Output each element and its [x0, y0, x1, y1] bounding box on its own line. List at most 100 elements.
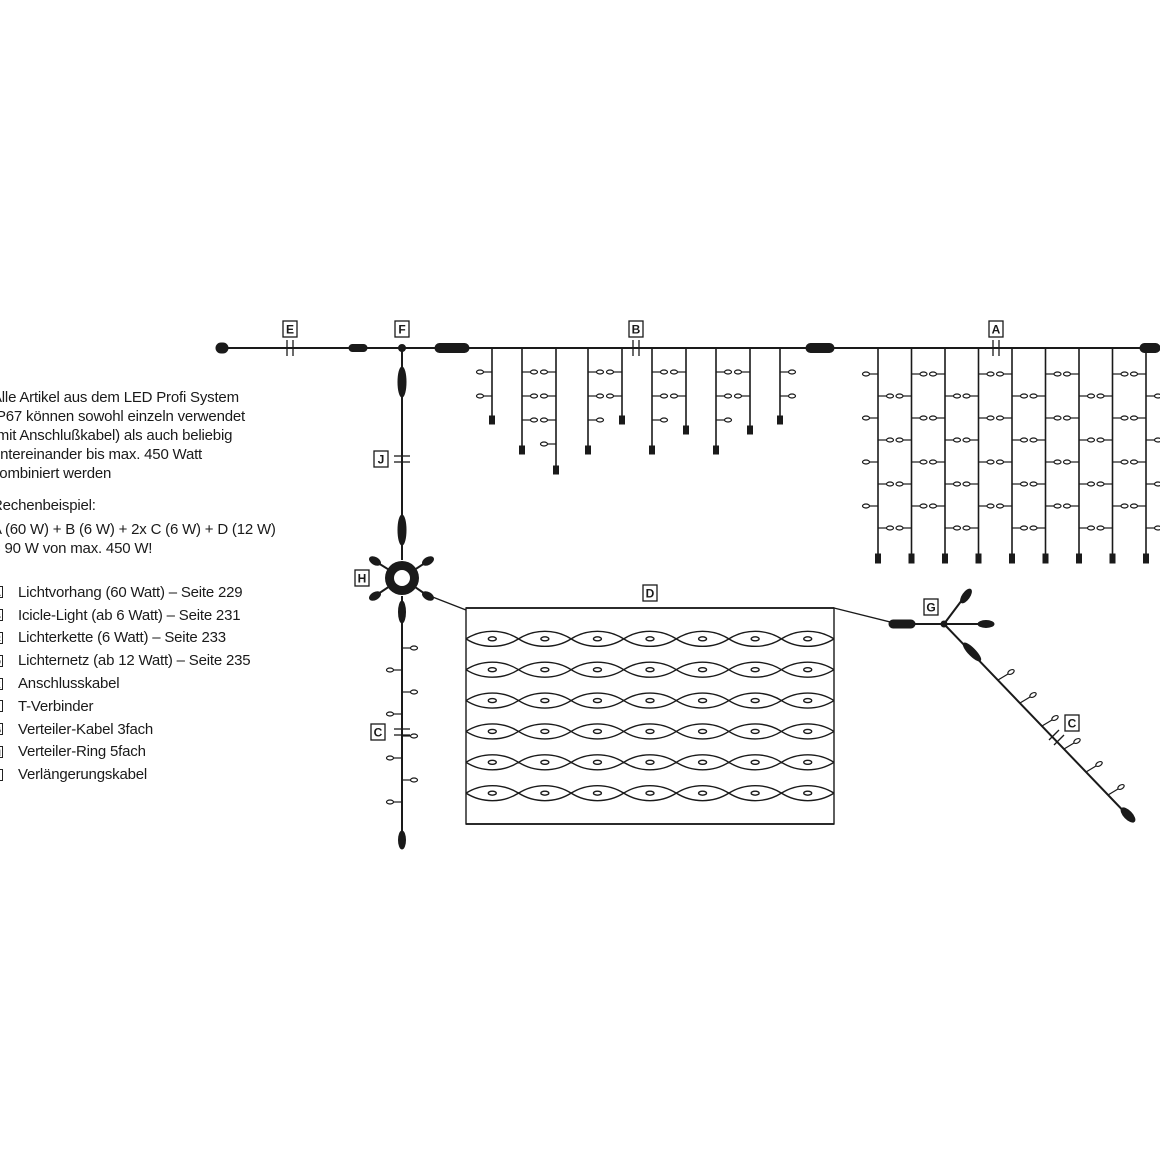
strand-end [553, 465, 559, 475]
led-bulb [529, 417, 539, 423]
calculation-example: Rechenbeispiel: A (60 W) + B (6 W) + 2x … [0, 496, 292, 558]
net-led [697, 667, 708, 673]
net-led [540, 697, 550, 704]
intro-line: Alle Artikel aus dem LED Profi System [0, 389, 239, 406]
net-led [750, 697, 760, 704]
net-led [645, 667, 655, 673]
led-bulb [659, 417, 669, 423]
plug-connector [805, 343, 835, 353]
label-box [923, 598, 939, 616]
strand-end [489, 415, 495, 425]
label-h: H [354, 569, 370, 587]
led-bulb [885, 525, 895, 531]
net-row [465, 723, 835, 733]
label-text: B [632, 323, 641, 337]
legend-key: F [0, 700, 3, 713]
strand-end [1109, 553, 1116, 564]
net-led [540, 759, 550, 765]
net-out-cable [833, 607, 891, 623]
label-text: J [378, 453, 385, 467]
label-box [373, 450, 389, 468]
led-bulb [409, 733, 419, 739]
net-led [697, 697, 708, 704]
plug-connector [888, 619, 916, 629]
net-row [465, 792, 835, 802]
led-bulb [1129, 415, 1139, 421]
legend-row: GVerteiler-Kabel 3fach [0, 718, 292, 741]
socket-connector [397, 514, 407, 546]
distributor-arm [943, 599, 963, 625]
legend-text: T-Verbinder [18, 697, 94, 715]
led-bulb [1096, 481, 1105, 487]
net-led [592, 697, 603, 704]
net-row [465, 692, 835, 702]
intro-line: kombiniert werden [0, 465, 112, 482]
legend-key: E [0, 677, 3, 690]
led-bulb [1086, 481, 1096, 487]
label-j: J [373, 450, 389, 468]
led-bulb [952, 393, 962, 399]
led-bulb [669, 369, 679, 375]
led-bulb [733, 369, 743, 375]
label-text: H [358, 572, 367, 586]
led-bulb [986, 459, 995, 465]
label-box [282, 320, 298, 338]
led-bulb [895, 525, 904, 531]
led-stem [1019, 696, 1031, 704]
led-bulb [595, 393, 605, 399]
led-bulb [539, 441, 549, 447]
net-led [697, 636, 708, 642]
led-bulb [895, 393, 904, 399]
led-bulb [1129, 503, 1139, 509]
legend: ALichtvorhang (60 Watt) – Seite 229 BIci… [0, 581, 292, 786]
net-row [465, 761, 835, 771]
t-connector [398, 344, 406, 352]
led-bulb [885, 437, 895, 443]
led-bulb [723, 417, 733, 423]
net-led [697, 759, 708, 765]
led-bulb [895, 437, 904, 443]
distributor-plug [977, 620, 995, 628]
strand-end [585, 445, 591, 455]
strand-end [875, 553, 881, 564]
led-bulb [861, 503, 871, 509]
label-text: G [926, 601, 935, 615]
led-bulb [995, 371, 1005, 377]
led-bulb [1029, 393, 1038, 399]
net-row [465, 638, 835, 648]
net-led [592, 759, 603, 765]
legend-text: Lichtvorhang (60 Watt) – Seite 229 [18, 583, 243, 601]
led-bulb [1019, 525, 1029, 531]
net-led [803, 667, 813, 673]
label-e: E [282, 320, 298, 338]
label-text: A [992, 323, 1001, 337]
label-box [988, 320, 1004, 338]
net-led [487, 759, 497, 765]
label-box [354, 569, 370, 587]
net-led [487, 728, 497, 735]
led-bulb [1053, 503, 1062, 509]
strand-end [683, 425, 689, 435]
led-bulb [1120, 415, 1129, 421]
led-bulb [1073, 737, 1081, 745]
led-bulb [529, 393, 539, 399]
net-led [487, 636, 497, 642]
led-bulb [1029, 481, 1038, 487]
led-bulb [1086, 437, 1096, 443]
net-led [803, 636, 813, 642]
led-bulb [1062, 371, 1072, 377]
distribution-ring [385, 561, 419, 595]
example-heading: Rechenbeispiel: [0, 497, 96, 514]
plug-connector [398, 600, 406, 624]
net-led [645, 790, 655, 796]
intro-text: Alle Artikel aus dem LED Profi System IP… [0, 388, 292, 483]
coupler-mark [1048, 729, 1060, 741]
legend-row: JVerlängerungskabel [0, 763, 292, 786]
legend-key: D [0, 654, 3, 667]
led-stem [1107, 788, 1119, 796]
led-stem [1041, 719, 1053, 727]
led-bulb [787, 369, 797, 375]
led-bulb [409, 645, 419, 651]
net-led [803, 728, 813, 735]
